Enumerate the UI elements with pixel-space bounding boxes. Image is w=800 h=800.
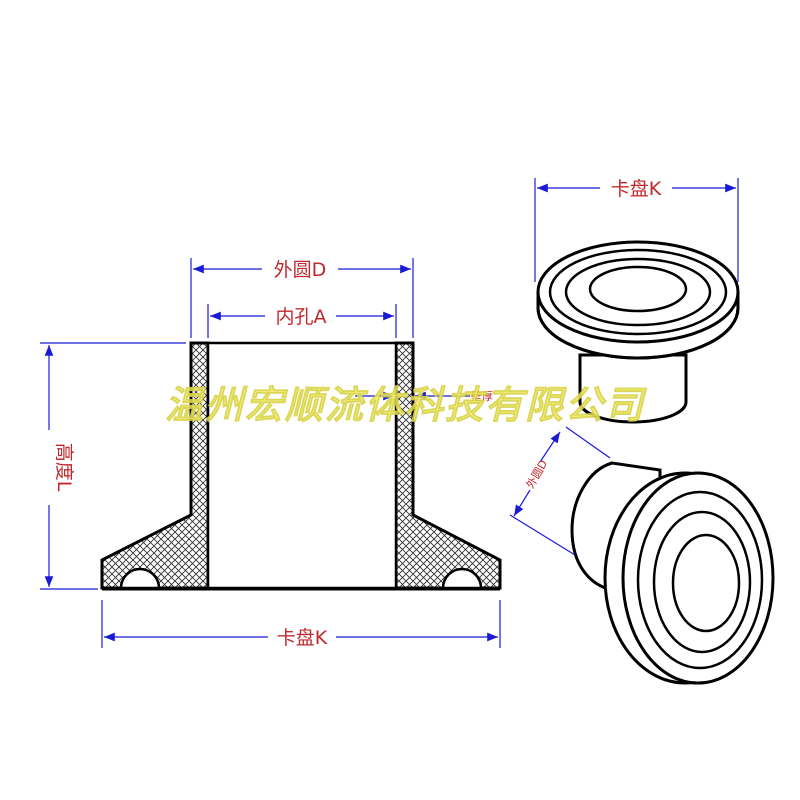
section-right-wall <box>394 341 502 590</box>
label-inner-hole: 内孔A <box>276 306 327 328</box>
isometric-view-top <box>536 240 740 424</box>
label-clamp-bottom: 卡盘K <box>277 627 328 649</box>
section-left-wall <box>100 341 210 590</box>
dim-outer-diameter-iso <box>509 426 611 556</box>
label-outer-diameter-iso: 外圆D <box>524 458 551 491</box>
label-height: 高度L <box>53 443 75 492</box>
isometric-view-bottom <box>570 461 775 685</box>
dimension-lines <box>40 258 501 648</box>
cross-section <box>100 341 502 591</box>
label-outer-diameter: 外圆D <box>274 259 327 281</box>
inner-bore <box>206 341 398 590</box>
seal-groove-right <box>441 567 483 590</box>
seal-groove-left <box>119 567 161 590</box>
label-wall-thickness: 壁厚 <box>471 389 493 403</box>
label-clamp-top: 卡盘K <box>611 178 662 200</box>
dim-clamp-top <box>534 178 739 282</box>
company-watermark: 温州宏顺流体科技有限公司 <box>165 383 647 427</box>
